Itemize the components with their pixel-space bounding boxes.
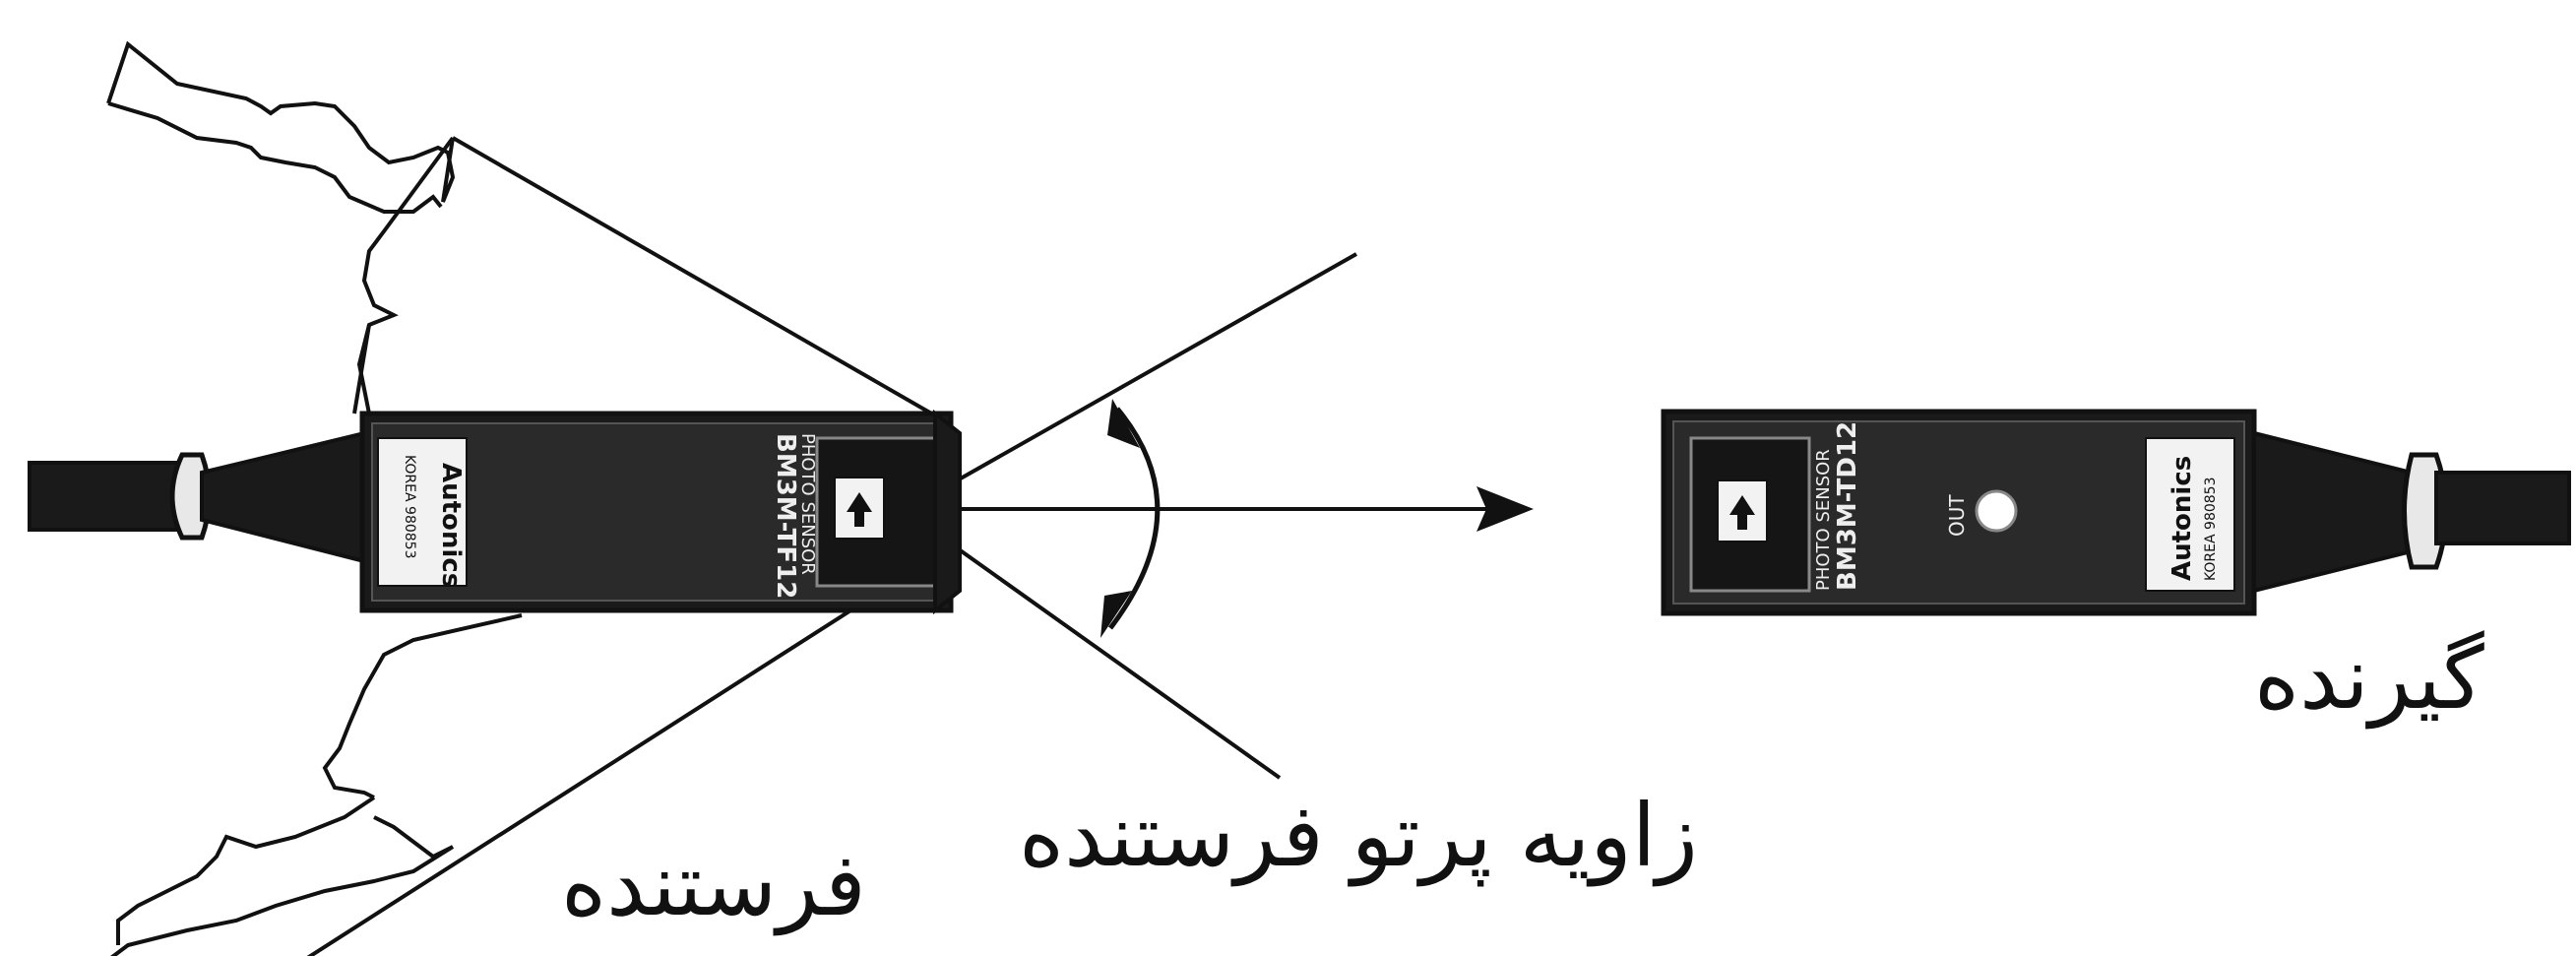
transmitter-end-cap — [933, 409, 962, 615]
receiver-brand-text: Autonics — [2168, 456, 2197, 581]
upper-spread-ray — [452, 136, 941, 420]
out-indicator-led — [1975, 489, 2018, 533]
beam-spread-lines — [306, 136, 1357, 956]
beam-axis-arrow — [945, 486, 1534, 532]
transmitter-label: فرستنده — [561, 834, 866, 935]
upper-tilted-sensor-outline — [106, 40, 582, 445]
arc-arrowhead-top-icon — [1107, 399, 1140, 448]
receiver-out-label: OUT — [1945, 494, 1969, 537]
arc-arrowhead-bottom-icon — [1100, 591, 1132, 638]
lower-spread-ray — [306, 551, 942, 956]
upper-angle-ray — [944, 252, 1357, 489]
transmitter-neck — [200, 430, 366, 564]
receiver-sensor-line-text: PHOTO SENSOR — [1813, 449, 1834, 591]
receiver-origin-text: KOREA 980853 — [2203, 478, 2219, 581]
transmitter-cable — [28, 461, 184, 532]
transmitter-origin-text: KOREA 980853 — [402, 455, 417, 558]
arrowhead-icon — [1476, 486, 1534, 532]
receiver-neck — [2252, 430, 2414, 594]
transmitter-sensor-line-text: PHOTO SENSOR — [797, 433, 818, 575]
receiver-brand-plate — [2145, 437, 2235, 592]
receiver-model-text: BM3M-TD12 — [1833, 421, 1862, 591]
lower-tilted-sensor-outline — [109, 613, 523, 956]
receiver-lens-window — [1689, 436, 1811, 593]
receiver-sensor — [1661, 409, 2571, 616]
transmitter-model-text: BM3M-TF12 — [771, 433, 800, 599]
transmitter-brand-plate — [377, 437, 468, 587]
transmitter-brand-text: Autonics — [436, 463, 466, 588]
transmitter-sensor — [28, 409, 962, 615]
receiver-cable — [2434, 471, 2571, 545]
beam-angle-arc — [1100, 399, 1161, 638]
lower-angle-ray — [943, 538, 1282, 780]
beam-angle-label: زاویه پرتو فرستنده — [1019, 785, 1698, 886]
receiver-label: گیرنده — [2254, 627, 2484, 729]
